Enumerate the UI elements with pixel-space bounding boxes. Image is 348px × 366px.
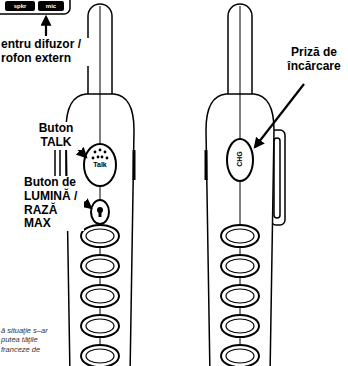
leader-arrow — [45, 17, 47, 36]
jack-housing — [0, 0, 70, 14]
note-text: ă situaţie s–ar putea tăţile franceze de — [1, 326, 63, 354]
mic-jack — [38, 1, 64, 11]
button-text: CHG — [236, 144, 244, 174]
jack-label: spkr — [5, 3, 35, 10]
part-label: Buton TALK — [30, 122, 82, 150]
leader-arrow — [255, 84, 304, 147]
jack-label: mic — [38, 3, 64, 10]
part-label: entru difuzor / rofon extern — [1, 38, 93, 66]
part-label: Buton de LUMINĂ / RAZĂ MAX — [24, 176, 84, 231]
spkr-jack — [5, 1, 35, 11]
radio-body — [206, 4, 285, 366]
button-text: Talk — [84, 161, 116, 169]
part-label: Priză de încărcare — [281, 46, 347, 74]
